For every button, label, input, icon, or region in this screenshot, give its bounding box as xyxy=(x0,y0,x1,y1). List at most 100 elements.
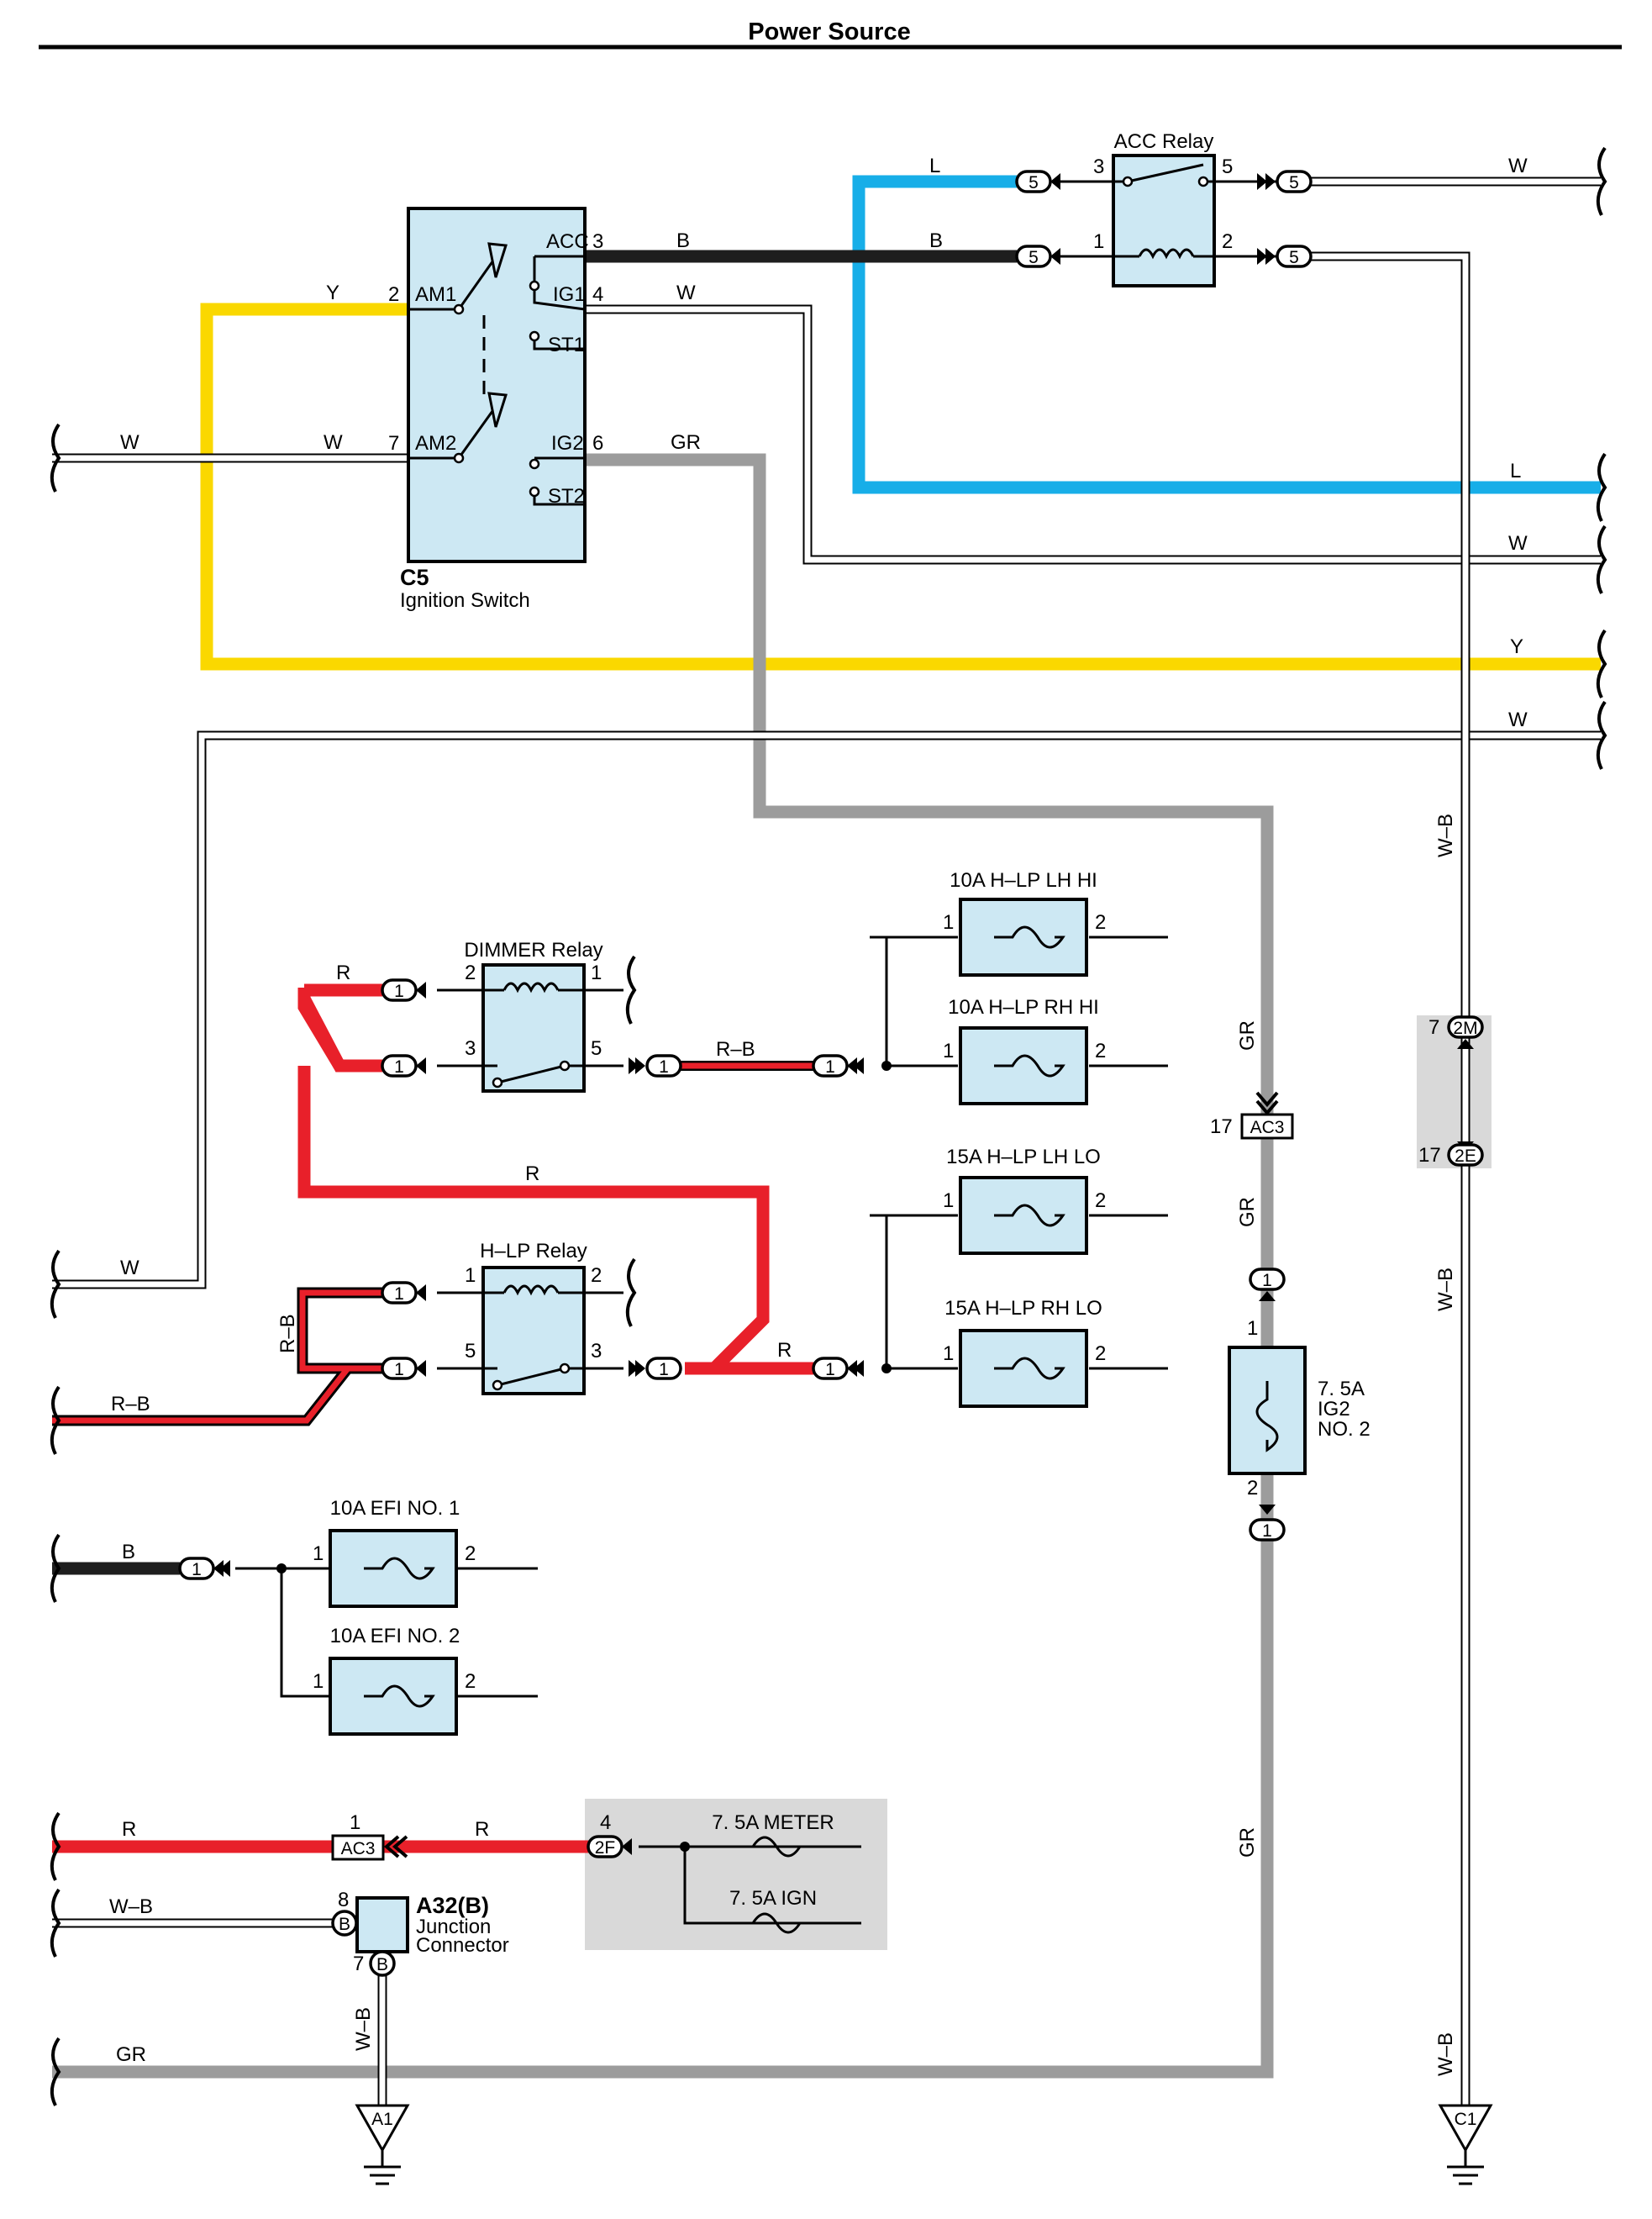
label-w-left: W xyxy=(120,431,139,454)
connector-1-efi: 1 xyxy=(178,1557,287,1580)
fuse-ig2-no2-name: IG2 xyxy=(1318,1398,1350,1420)
fuse-ign-label: 7. 5A IGN xyxy=(729,1887,817,1910)
fuse-h-lp-rh-lo-pin-1: 1 xyxy=(943,1342,954,1365)
label-w-acc-out: W xyxy=(1508,155,1528,177)
label-y-am1: Y xyxy=(326,282,339,304)
junction-pin-7: 7 xyxy=(353,1953,364,1975)
connector-1-hlp-r5: 1 xyxy=(381,1357,426,1380)
svg-text:5: 5 xyxy=(1289,248,1299,267)
pin-acc: 3 xyxy=(592,230,603,253)
label-y-right: Y xyxy=(1510,635,1523,658)
svg-text:1: 1 xyxy=(394,1284,404,1304)
fuse-efi-no2-pin-2: 2 xyxy=(465,1670,476,1693)
svg-text:A1: A1 xyxy=(371,2110,393,2129)
fuse-h-lp-lh-lo-pin-1: 1 xyxy=(943,1189,954,1212)
label-b-acc: B xyxy=(676,229,690,252)
wire-wb-junction xyxy=(52,1918,387,2106)
fuse-ig2-no2: 7. 5A IG2 NO. 2 1 2 xyxy=(1228,1317,1371,1500)
ground-a1: A1 xyxy=(355,2104,410,2185)
svg-text:1: 1 xyxy=(825,1360,835,1379)
connector-2e-pin: 17 xyxy=(1418,1144,1441,1167)
fuse-efi-no1-label: 10A EFI NO. 1 xyxy=(330,1497,460,1520)
label-r-hlp: R xyxy=(777,1339,792,1362)
label-gr-vertical-2: GR xyxy=(1236,1197,1259,1227)
fuse-h-lp-lh-hi-pin-2: 2 xyxy=(1095,911,1106,934)
label-b-relay: B xyxy=(929,229,943,252)
label-w-right-2: W xyxy=(1508,709,1528,731)
connector-1-dimmer-r3: 1 xyxy=(381,1054,426,1078)
junction-connector-code: A32(B) xyxy=(416,1893,489,1918)
label-wb-left: W–B xyxy=(109,1895,153,1918)
fuse-h-lp-lh-lo-label: 15A H–LP LH LO xyxy=(946,1146,1101,1168)
junction-block-group-2m-2e xyxy=(1417,1015,1492,1168)
fuse-ign: 7. 5A IGN xyxy=(729,1887,817,1934)
hlp-relay-pin-2: 2 xyxy=(591,1264,602,1287)
wire-l xyxy=(852,175,1601,494)
fuse-efi-no1-pin-1: 1 xyxy=(313,1542,324,1565)
label-w-hlp: W xyxy=(120,1257,139,1279)
fuse-h-lp-lh-hi-label: 10A H–LP LH HI xyxy=(950,869,1097,892)
dimmer-relay-pin-2: 2 xyxy=(465,962,476,984)
svg-text:1: 1 xyxy=(659,1360,669,1379)
fuse-meter-label: 7. 5A METER xyxy=(712,1811,834,1834)
svg-text:5: 5 xyxy=(1029,173,1039,192)
ignition-switch-code: C5 xyxy=(400,565,429,590)
terminal-am1: AM1 xyxy=(415,283,456,306)
wire-rb-hlp xyxy=(52,1287,382,1426)
connector-2m: 2M 7 xyxy=(1428,1015,1484,1049)
connector-2f: 2F 4 xyxy=(587,1811,690,1858)
label-wb-vertical-3: W–B xyxy=(1434,2032,1457,2076)
connector-ac3-gr: AC3 17 xyxy=(1210,1091,1294,1140)
dimmer-relay-pin-3: 3 xyxy=(465,1037,476,1060)
connector-1-lo-fuses: 1 xyxy=(812,1357,892,1380)
svg-text:1: 1 xyxy=(192,1560,202,1579)
svg-text:1: 1 xyxy=(394,1360,404,1379)
terminal-acc: ACC xyxy=(546,230,589,253)
hlp-relay-label: H–LP Relay xyxy=(480,1240,587,1262)
fuse-efi-no2-label: 10A EFI NO. 2 xyxy=(330,1625,460,1647)
page-title: Power Source xyxy=(748,18,910,45)
label-l-acc: L xyxy=(929,155,940,177)
label-gr-bottom: GR xyxy=(116,2043,146,2066)
pin-ig1: 4 xyxy=(592,283,603,306)
svg-text:2F: 2F xyxy=(595,1838,616,1858)
svg-text:5: 5 xyxy=(1289,173,1299,192)
connector-ac3-pin-17: 17 xyxy=(1210,1115,1233,1138)
label-rb-left: R–B xyxy=(111,1393,150,1415)
connector-5-acc-w: 5 xyxy=(1257,170,1313,193)
junction-pin-b-left: B xyxy=(339,1915,350,1934)
svg-text:1: 1 xyxy=(1262,1271,1272,1290)
fuse-h-lp-lh-lo: 15A H–LP LH LO 1 2 xyxy=(943,1146,1106,1255)
fuse-h-lp-rh-hi: 10A H–LP RH HI 1 2 xyxy=(943,996,1106,1105)
label-gr-ig2: GR xyxy=(671,431,701,454)
junction-block-group-2f xyxy=(585,1799,887,1950)
fuse-h-lp-rh-hi-pin-1: 1 xyxy=(943,1040,954,1062)
dimmer-relay: DIMMER Relay 2 1 3 5 xyxy=(437,939,623,1093)
acc-relay-pin-5: 5 xyxy=(1222,155,1233,178)
wire-labels: Y B W L B W W W GR L W Y W R R–B R W R R… xyxy=(109,155,1528,2076)
connector-5-acc-b: 5 xyxy=(1015,245,1060,268)
ignition-switch-name: Ignition Switch xyxy=(400,589,530,612)
dimmer-relay-pin-1: 1 xyxy=(591,962,602,984)
dimmer-relay-pin-5: 5 xyxy=(591,1037,602,1060)
acc-relay-pin-1: 1 xyxy=(1093,230,1104,253)
fuse-efi-no1-pin-2: 2 xyxy=(465,1542,476,1565)
connector-1-hlp-r1: 1 xyxy=(381,1281,426,1305)
terminal-st1: ST1 xyxy=(548,334,585,356)
fuse-efi-no1: 10A EFI NO. 1 1 2 xyxy=(313,1497,476,1608)
svg-text:1: 1 xyxy=(825,1057,835,1077)
acc-relay-label: ACC Relay xyxy=(1114,130,1214,153)
label-w-am2: W xyxy=(324,431,343,454)
acc-relay: ACC Relay 3 5 1 2 xyxy=(1059,130,1286,287)
wire-w-ig1 xyxy=(585,304,1601,565)
label-b-efi: B xyxy=(122,1541,135,1563)
fuse-h-lp-rh-lo: 15A H–LP RH LO 1 2 xyxy=(943,1297,1106,1408)
hlp-relay-pin-1: 1 xyxy=(465,1264,476,1287)
fuse-h-lp-rh-lo-pin-2: 2 xyxy=(1095,1342,1106,1365)
fuse-h-lp-rh-hi-label: 10A H–LP RH HI xyxy=(948,996,1099,1019)
connector-1-hlp-out: 1 xyxy=(629,1357,682,1380)
hlp-relay-pin-3: 3 xyxy=(591,1340,602,1362)
fuse-ig2-no2-pin-1: 1 xyxy=(1247,1317,1258,1340)
connector-2f-pin: 4 xyxy=(600,1811,611,1834)
terminal-ig2: IG2 xyxy=(551,432,584,455)
